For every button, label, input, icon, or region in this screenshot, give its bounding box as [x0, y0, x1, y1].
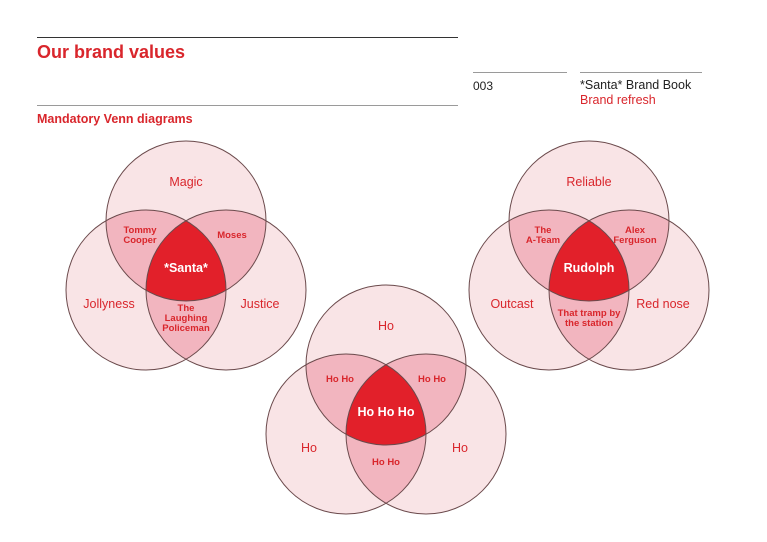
- pair-label-line: Laughing: [165, 313, 208, 324]
- pair-label-line: Cooper: [123, 235, 157, 246]
- venn-circle-outline: [468, 209, 630, 371]
- center-label: Ho Ho Ho: [358, 405, 415, 419]
- page-number: 003: [473, 79, 494, 93]
- book-title: *Santa* Brand Book: [580, 78, 692, 92]
- venn-circle-outline: [548, 209, 710, 371]
- pair-label-line: Ferguson: [613, 235, 656, 246]
- page-title: Our brand values: [37, 42, 186, 62]
- section-rule: [37, 105, 458, 106]
- circle-label-line: Ho: [378, 319, 394, 333]
- circle-label: Red nose: [636, 297, 690, 311]
- circle-label-line: Magic: [169, 175, 202, 189]
- pair-label-line: Ho Ho: [418, 374, 446, 385]
- pair-label-line: Ho Ho: [326, 374, 354, 385]
- venn-circle-outline: [345, 353, 507, 515]
- center-label: Rudolph: [564, 261, 615, 275]
- circle-label-line: Jollyness: [83, 297, 134, 311]
- title-rule: [37, 37, 458, 38]
- page-number-rule: [473, 72, 567, 73]
- venn-circle-outline: [145, 209, 307, 371]
- pair-label-line: Ho Ho: [372, 457, 400, 468]
- circle-label-line: Justice: [241, 297, 280, 311]
- circle-label: Outcast: [490, 297, 534, 311]
- pair-label: Ho Ho: [372, 457, 400, 468]
- book-title-block: *Santa* Brand Book Brand refresh: [580, 78, 691, 108]
- circle-label-line: Ho: [301, 441, 317, 455]
- section-heading: Mandatory Venn diagrams: [37, 112, 193, 126]
- circle-label-line: Reliable: [566, 175, 611, 189]
- center-label: *Santa*: [164, 261, 208, 275]
- venn-circle-outline: [265, 353, 427, 515]
- pair-label-line: The: [178, 303, 195, 314]
- circle-label-line: Ho: [452, 441, 468, 455]
- pair-label: Ho Ho: [326, 374, 354, 385]
- pair-label: Ho Ho: [418, 374, 446, 385]
- pair-label: Moses: [217, 230, 247, 241]
- pair-label-line: Alex: [625, 225, 646, 236]
- circle-label: Jollyness: [83, 297, 134, 311]
- circle-label: Justice: [241, 297, 280, 311]
- circle-label-line: Red nose: [636, 297, 690, 311]
- circle-label: Ho: [452, 441, 468, 455]
- pair-label-line: the station: [565, 318, 613, 329]
- venn-circle-outline: [65, 209, 227, 371]
- pair-label-line: Policeman: [162, 323, 210, 334]
- pair-label-line: A-Team: [526, 235, 560, 246]
- center-label-line: Ho Ho Ho: [358, 405, 415, 419]
- circle-label: Magic: [169, 175, 202, 189]
- circle-label: Ho: [301, 441, 317, 455]
- book-subtitle: Brand refresh: [580, 93, 656, 107]
- book-title-rule: [580, 72, 702, 73]
- center-label-line: *Santa*: [164, 261, 208, 275]
- pair-label-line: Moses: [217, 230, 247, 241]
- circle-label: Reliable: [566, 175, 611, 189]
- center-label-line: Rudolph: [564, 261, 615, 275]
- circle-label-line: Outcast: [490, 297, 534, 311]
- circle-label: Ho: [378, 319, 394, 333]
- pair-label-line: The: [535, 225, 552, 236]
- pair-label-line: That tramp by: [558, 308, 622, 319]
- pair-label-line: Tommy: [123, 225, 157, 236]
